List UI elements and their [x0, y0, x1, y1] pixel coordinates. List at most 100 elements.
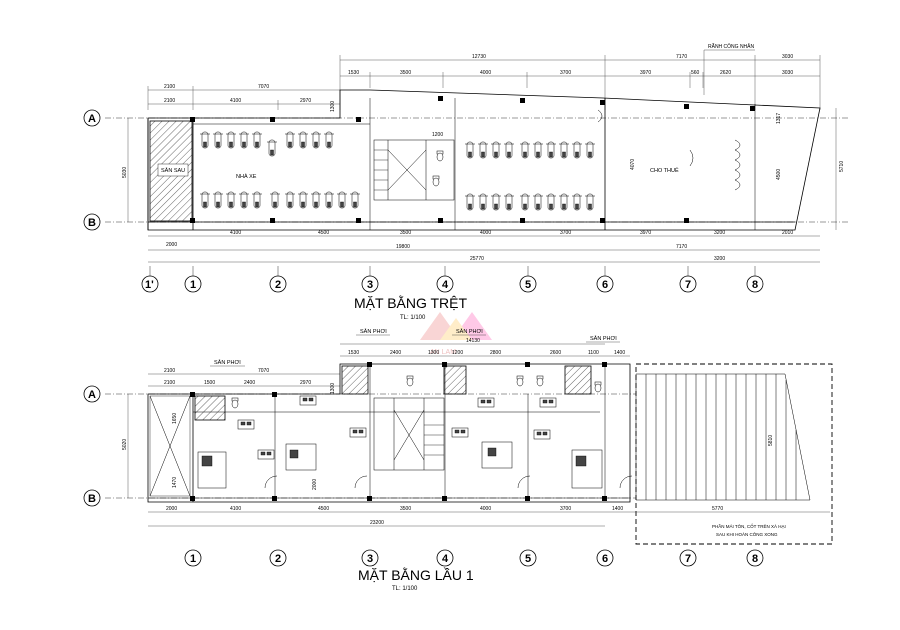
roof-annex: 5810 PHẦN MÁI TÔN, CỐT TRÊN XÀ HẠI SAU K… — [635, 363, 833, 545]
dim-u-1470: 1470 — [172, 477, 178, 488]
dim-4100: 4100 — [230, 98, 241, 104]
ground-dims-top: 12730 7170 3030 1530 3500 4000 3700 3970… — [147, 43, 821, 112]
axis-7-upper: 7 — [685, 553, 691, 565]
dim-b-3700: 3700 — [560, 230, 571, 236]
dim-ub-3500: 3500 — [400, 506, 411, 512]
roof-note-1: PHẦN MÁI TÔN, CỐT TRÊN XÀ HẠI — [712, 522, 786, 529]
dim-b-4000: 4000 — [480, 230, 491, 236]
dim-u-2100: 2100 — [164, 368, 175, 374]
dim-4070: 4070 — [630, 159, 636, 170]
ground-dims-side: 5030 4070 4500 1317 5710 — [122, 108, 845, 230]
dim-2620: 2620 — [720, 70, 731, 76]
dim-560: 560 — [691, 70, 700, 76]
ground-walls: SÂN SAU 1200 CHO THUÊ — [147, 89, 821, 231]
rental-label: CHO THUÊ — [650, 166, 679, 174]
upper-floor-scale: TL: 1/100 — [392, 586, 418, 592]
axis-3-upper: 3 — [367, 553, 373, 565]
axis-1p-ground: 1' — [145, 279, 154, 291]
axis-1-upper: 1 — [190, 553, 196, 565]
axis-1-ground: 1 — [190, 279, 196, 291]
dim-b-3200b: 3200 — [714, 256, 725, 262]
dim-b-3970: 3970 — [640, 230, 651, 236]
dim-u-2400: 2400 — [390, 350, 401, 356]
ground-axis-bubbles: A B 1' 1 2 3 4 5 6 7 8 — [83, 109, 764, 293]
dim-u-2970: 2970 — [300, 380, 311, 386]
balcony-label-3: SÂN PHƠI — [456, 328, 483, 335]
axis-5-upper: 5 — [525, 553, 531, 565]
balcony-label-4: SÂN PHƠI — [590, 335, 617, 342]
dim-4000: 4000 — [480, 70, 491, 76]
upper-floor-plan: 14130 1530 2400 1300 1200 2800 2600 1100… — [105, 328, 833, 545]
axis-a-ground: A — [88, 113, 96, 125]
dim-u-1400: 1400 — [614, 350, 625, 356]
dim-b-25770: 25770 — [470, 256, 484, 262]
axis-6-ground: 6 — [602, 279, 608, 291]
drain-label: RÃNH CÔNG NHÂN — [708, 43, 755, 50]
dim-b-19800: 19800 — [396, 244, 410, 250]
balcony-label-2: SÂN PHƠI — [360, 328, 387, 335]
watermark-logo: AN LAM — [420, 312, 492, 356]
parking-label: NHÀ XE — [236, 173, 257, 180]
roof-note-2: SAU KHI HOÀN CÔNG XONG — [716, 531, 778, 537]
dim-1300: 1300 — [330, 101, 336, 112]
dim-12730: 12730 — [472, 54, 486, 60]
upper-grid-lines — [105, 393, 636, 499]
dim-b-2000: 2000 — [166, 242, 177, 248]
dim-b-3500: 3500 — [400, 230, 411, 236]
upper-floor-title: MẶT BẰNG LẦU 1 — [358, 566, 474, 583]
dim-3030: 3030 — [782, 54, 793, 60]
axis-4-ground: 4 — [442, 279, 449, 291]
upper-furniture — [197, 375, 603, 489]
ground-grid-lines — [105, 117, 850, 223]
parking-bikes — [199, 131, 596, 211]
dim-u-5020: 5020 — [122, 439, 128, 450]
watermark-text: AN LAM — [430, 349, 456, 356]
axis-2-ground: 2 — [275, 279, 281, 291]
dim-u-2000: 2000 — [312, 479, 318, 490]
dim-ub-23200: 23200 — [370, 520, 384, 526]
dim-1317: 1317 — [776, 113, 782, 124]
upper-dims-side: 5020 1650 1470 2000 — [122, 394, 318, 498]
dim-u-2400b: 2400 — [244, 380, 255, 386]
dim-1200: 1200 — [432, 132, 443, 138]
dim-u-7070: 7070 — [258, 368, 269, 374]
dim-3500: 3500 — [400, 70, 411, 76]
dim-u-2800: 2800 — [490, 350, 501, 356]
dim-b-7170: 7170 — [676, 244, 687, 250]
axis-b-ground: B — [88, 217, 96, 229]
axis-6-upper: 6 — [602, 553, 608, 565]
axis-5-ground: 5 — [525, 279, 531, 291]
dim-u-1650: 1650 — [172, 413, 178, 424]
dim-7070: 7070 — [258, 84, 269, 90]
ground-dims-bottom: 2000 4100 4500 3500 4000 3700 3970 3200 … — [148, 230, 820, 263]
dim-b-3200: 3200 — [714, 230, 725, 236]
dim-7170: 7170 — [676, 54, 687, 60]
dim-b-4500: 4500 — [318, 230, 329, 236]
axis-8-upper: 8 — [752, 553, 758, 565]
dim-5030: 5030 — [122, 167, 128, 178]
axis-8-ground: 8 — [752, 279, 758, 291]
dim-ub-5770: 5770 — [712, 506, 723, 512]
dim-u-1200: 1200 — [452, 350, 463, 356]
axis-7-ground: 7 — [685, 279, 691, 291]
dim-1530: 1530 — [348, 70, 359, 76]
upper-dims-top: 14130 1530 2400 1300 1200 2800 2600 1100… — [148, 328, 630, 394]
upper-dims-bottom: 2000 4100 4500 3500 4000 3700 1400 5770 … — [148, 506, 830, 527]
dim-3030b: 3030 — [782, 70, 793, 76]
balcony-label-1: SÂN PHƠI — [214, 359, 241, 366]
dim-u-1500: 1500 — [204, 380, 215, 386]
dim-ub-4100: 4100 — [230, 506, 241, 512]
dim-2100b: 2100 — [164, 98, 175, 104]
upper-axis-bubbles: A B 1 2 3 4 5 6 7 8 — [83, 385, 764, 567]
dim-5710: 5710 — [839, 161, 845, 172]
axis-2-upper: 2 — [275, 553, 281, 565]
backyard-label: SÂN SAU — [161, 167, 185, 174]
axis-a-upper: A — [88, 389, 96, 401]
dim-ub-4500: 4500 — [318, 506, 329, 512]
dim-ub-1400: 1400 — [612, 506, 623, 512]
dim-u-2600: 2600 — [550, 350, 561, 356]
dim-3970: 3970 — [640, 70, 651, 76]
dim-ub-4000: 4000 — [480, 506, 491, 512]
dim-u-14130: 14130 — [466, 338, 480, 344]
